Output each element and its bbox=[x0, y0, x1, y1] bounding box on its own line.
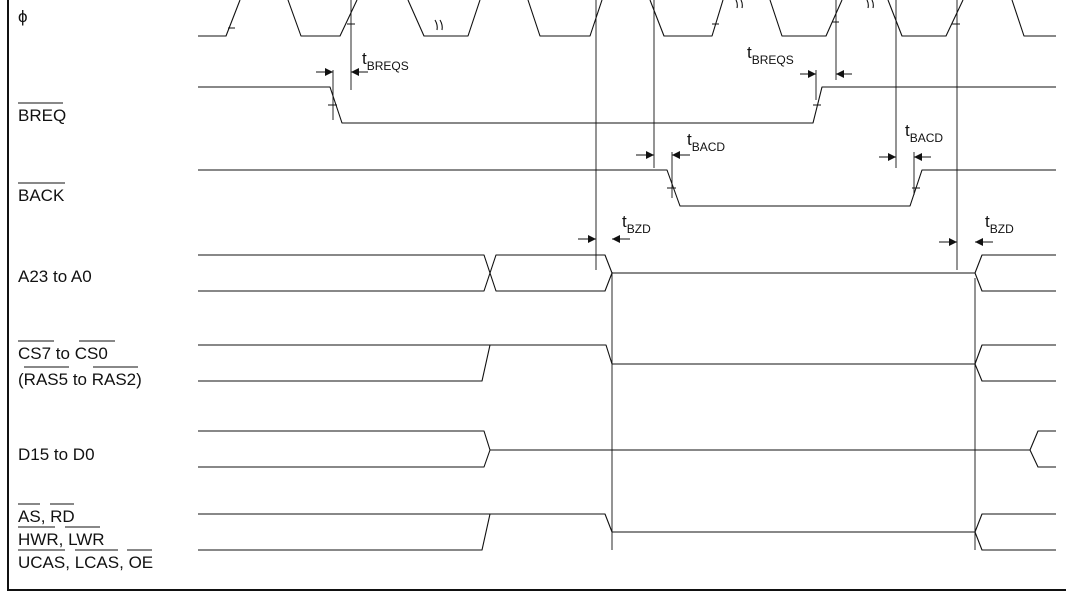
back-waveform bbox=[198, 169, 1056, 207]
t-bacd-2-sub: BACD bbox=[910, 131, 944, 145]
t-bacd-label-2: tBACD bbox=[905, 121, 943, 145]
t-bzd-dimension-1 bbox=[578, 235, 630, 243]
t-breqs-label-1: tBREQS bbox=[362, 49, 409, 73]
t-bzd-label-1: tBZD bbox=[622, 212, 651, 236]
phi-clock-waveform bbox=[198, 0, 1056, 37]
t-bzd-1-sub: BZD bbox=[627, 222, 651, 236]
cs-to-word: to bbox=[51, 344, 75, 363]
t-bzd-2-main: t bbox=[985, 212, 990, 231]
ucas-name: UCAS bbox=[18, 553, 65, 572]
t-bzd-dimension-2 bbox=[939, 238, 993, 246]
ras-close-paren: ) bbox=[136, 370, 142, 389]
t-breqs-1-main: t bbox=[362, 49, 367, 68]
chip-select-label: CS7 to CS0 bbox=[18, 344, 108, 363]
t-breqs-2-sub: BREQS bbox=[752, 53, 794, 67]
ras-to-word: to bbox=[68, 370, 92, 389]
oe-name: OE bbox=[129, 553, 154, 572]
reference-lines bbox=[332, 0, 976, 550]
data-bus-waveform bbox=[198, 430, 1056, 468]
t-bzd-label-2: tBZD bbox=[985, 212, 1014, 236]
hwr-name: HWR bbox=[18, 530, 59, 549]
breq-label: BREQ bbox=[18, 106, 66, 125]
signal-labels: ϕ BREQ BACK A23 to A0 CS7 to CS0 (RAS5 t… bbox=[18, 7, 153, 572]
lcas-name: LCAS bbox=[75, 553, 119, 572]
t-breqs-1-sub: BREQS bbox=[367, 59, 409, 73]
phi-tick-marks bbox=[228, 21, 960, 29]
ras5-name: RAS5 bbox=[24, 370, 68, 389]
lwr-name: LWR bbox=[68, 530, 105, 549]
t-bzd-2-sub: BZD bbox=[990, 222, 1014, 236]
ras-label: (RAS5 to RAS2) bbox=[18, 370, 142, 389]
chip-select-waveform bbox=[198, 344, 1056, 382]
timing-dimensions: tBREQS tBREQS tBACD bbox=[316, 43, 1014, 246]
t-breqs-dimension-1 bbox=[316, 68, 368, 76]
hwr-lwr-comma: , bbox=[59, 530, 68, 549]
lcas-oe-comma: , bbox=[119, 553, 128, 572]
control-strobes-waveform bbox=[198, 513, 1056, 551]
t-breqs-label-2: tBREQS bbox=[747, 43, 794, 67]
phi-break-mark-3 bbox=[866, 0, 874, 9]
t-bacd-label-1: tBACD bbox=[687, 130, 725, 154]
address-bus-waveform bbox=[198, 254, 1056, 292]
as-rd-label: AS, RD bbox=[18, 507, 75, 526]
as-name: AS bbox=[18, 507, 41, 526]
back-label: BACK bbox=[18, 186, 65, 205]
hwr-lwr-label: HWR, LWR bbox=[18, 530, 105, 549]
rd-name: RD bbox=[50, 507, 75, 526]
t-bacd-1-main: t bbox=[687, 130, 692, 149]
t-bacd-2-main: t bbox=[905, 121, 910, 140]
ucas-lcas-comma: , bbox=[65, 553, 74, 572]
waveforms bbox=[198, 0, 1056, 551]
data-bus-label: D15 to D0 bbox=[18, 445, 95, 464]
address-bus-label: A23 to A0 bbox=[18, 267, 92, 286]
cas-oe-label: UCAS, LCAS, OE bbox=[18, 553, 153, 572]
t-bacd-dimension-2 bbox=[879, 153, 931, 161]
phi-label: ϕ bbox=[18, 7, 28, 26]
t-bacd-1-sub: BACD bbox=[692, 140, 726, 154]
phi-break-mark-1 bbox=[434, 19, 443, 31]
ras2-name: RAS2 bbox=[92, 370, 136, 389]
cs0-name: CS0 bbox=[75, 344, 108, 363]
cs7-name: CS7 bbox=[18, 344, 51, 363]
breq-waveform bbox=[198, 86, 1056, 124]
t-bzd-1-main: t bbox=[622, 212, 627, 231]
phi-break-mark-2 bbox=[735, 0, 743, 9]
ras-open-paren: ( bbox=[18, 370, 24, 389]
t-breqs-2-main: t bbox=[747, 43, 752, 62]
as-rd-comma: , bbox=[41, 507, 50, 526]
t-breqs-dimension-2 bbox=[800, 70, 852, 78]
t-bacd-dimension-1 bbox=[636, 151, 690, 159]
